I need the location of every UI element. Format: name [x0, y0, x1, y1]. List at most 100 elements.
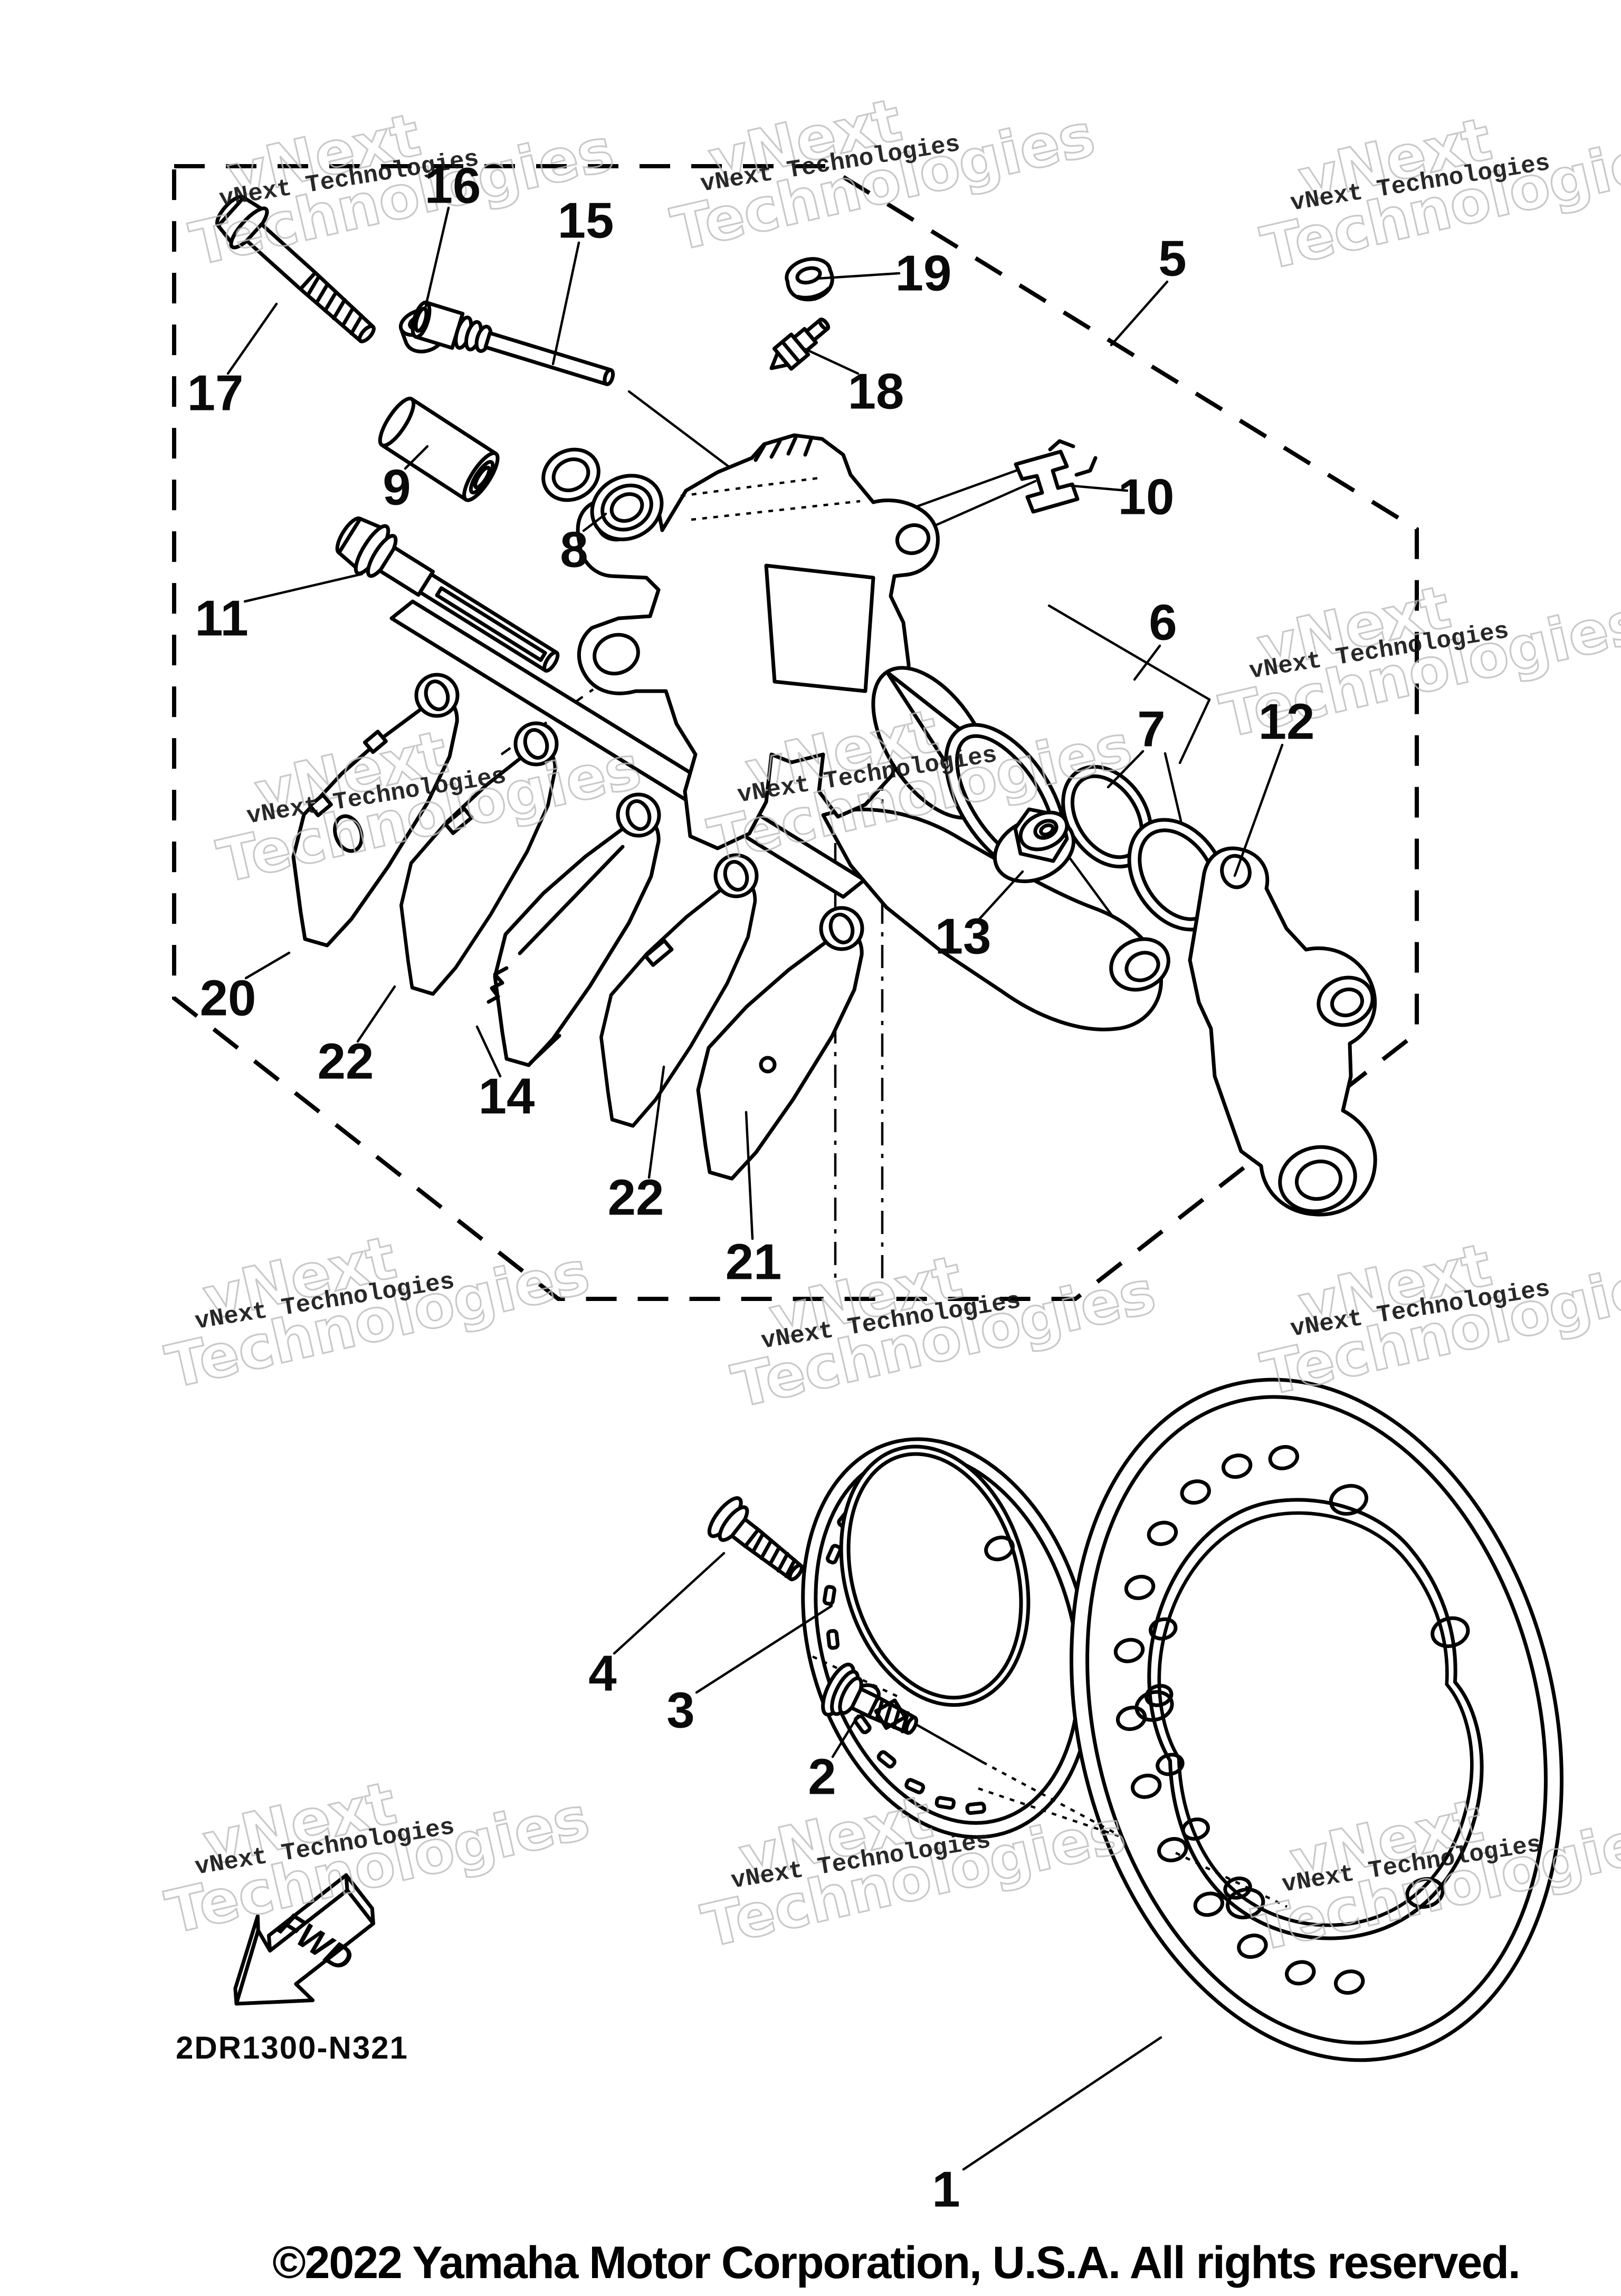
callout-10: 10	[1065, 469, 1175, 525]
part-number: 17	[187, 365, 244, 422]
callout-4: 4	[588, 1552, 726, 1702]
boot-set-8	[541, 447, 664, 541]
caliper-inner-half	[821, 807, 1170, 1031]
bolt-2	[821, 1662, 918, 1735]
diagram-code: 2DR1300-N321	[176, 2030, 408, 2065]
bracket-12	[1188, 846, 1377, 1217]
vent-hole	[1223, 1876, 1252, 1900]
callout-9: 9	[383, 445, 429, 516]
part-number: 2	[808, 1749, 836, 1805]
vent-hole	[1144, 1683, 1174, 1707]
plate-slot	[826, 1629, 840, 1650]
callout-8: 8	[560, 512, 607, 578]
plate-slot	[822, 1585, 836, 1606]
bolt-2-axis-line	[914, 1723, 984, 1764]
callout-12: 12	[1233, 694, 1315, 877]
part-number: 10	[1118, 469, 1175, 525]
disc-bolt-hole	[1329, 1484, 1368, 1516]
callout-17: 17	[187, 302, 278, 422]
part-number: 9	[383, 460, 411, 516]
part-number: 21	[726, 1234, 782, 1290]
callout-21: 21	[726, 1111, 782, 1290]
part-number: 1	[932, 2161, 960, 2218]
callout-15: 15	[551, 193, 614, 366]
part-number: 3	[666, 1682, 694, 1739]
bolt-17	[215, 195, 376, 343]
callout-2: 2	[808, 1714, 860, 1805]
callout-7: 7	[1107, 701, 1166, 789]
callout-22: 22	[318, 985, 396, 1090]
vent-hole	[1285, 1960, 1316, 1986]
part-number: 18	[848, 363, 904, 420]
callout-3: 3	[666, 1604, 833, 1739]
pad-spring-22a	[401, 721, 559, 994]
callout-6: 6	[1133, 595, 1177, 681]
vent-hole	[1193, 1891, 1225, 1917]
part-number: 12	[1258, 694, 1315, 750]
pad-spring-22b	[601, 853, 759, 1126]
callout-11: 11	[195, 572, 364, 647]
part-number: 20	[200, 970, 256, 1027]
bolt-2-axis-dashed	[981, 1761, 1120, 1836]
pad-clip-10	[1014, 439, 1098, 514]
slide-pin-15	[411, 300, 615, 386]
callout-13: 13	[935, 870, 1024, 965]
part-number: 4	[588, 1646, 616, 1702]
disc-bolt-hole	[1134, 1690, 1174, 1722]
bleed-screw-18	[769, 317, 831, 371]
nut-13	[993, 807, 1076, 884]
part-number: 22	[608, 1170, 664, 1226]
part-number: 15	[558, 193, 614, 249]
vent-hole	[1268, 1445, 1300, 1470]
cap-19	[785, 257, 834, 302]
part-number: 5	[1158, 231, 1186, 287]
part-number: 7	[1137, 701, 1165, 758]
plate-slot	[876, 1750, 897, 1769]
brake-disc-1	[978, 1377, 1563, 2062]
plate-slot	[826, 1544, 842, 1565]
callout-14: 14	[475, 1025, 535, 1125]
disc-bolt-hole	[1431, 1616, 1470, 1648]
vent-hole	[1113, 1638, 1145, 1663]
part-number: 8	[560, 522, 588, 578]
brake-pad-20	[293, 673, 460, 945]
vent-hole	[1147, 1520, 1178, 1546]
callout-5: 5	[1110, 231, 1187, 347]
part-number: 19	[895, 245, 952, 302]
part-number: 11	[195, 590, 248, 647]
part-number: 14	[479, 1068, 535, 1125]
part-number: 22	[318, 1034, 374, 1090]
vent-hole	[1180, 1479, 1211, 1505]
callout-19: 19	[815, 245, 952, 302]
vent-hole	[1221, 1453, 1253, 1479]
fwd-arrow: FWD	[233, 1873, 375, 2006]
disc-bolt-hole	[1405, 1877, 1445, 1909]
plate-slot	[965, 1802, 986, 1815]
vent-hole	[1156, 1753, 1185, 1776]
vent-hole	[1124, 1575, 1156, 1600]
vent-hole	[1181, 1817, 1210, 1841]
disc-bolt-hole	[1226, 1887, 1265, 1919]
bushing-9	[378, 396, 500, 502]
copyright-text: ©2022 Yamaha Motor Corporation, U.S.A. A…	[272, 2237, 1520, 2288]
bolt-4	[707, 1496, 804, 1582]
part-number: 6	[1149, 595, 1177, 651]
callout-16: 16	[424, 158, 481, 310]
callout-18: 18	[799, 346, 904, 420]
vent-hole	[1333, 1969, 1365, 1995]
bolt-11	[335, 516, 560, 673]
vent-hole	[1237, 1934, 1268, 1959]
brake-pad-21	[698, 906, 864, 1179]
vent-hole	[1149, 1617, 1178, 1641]
plate-slot	[935, 1796, 956, 1810]
